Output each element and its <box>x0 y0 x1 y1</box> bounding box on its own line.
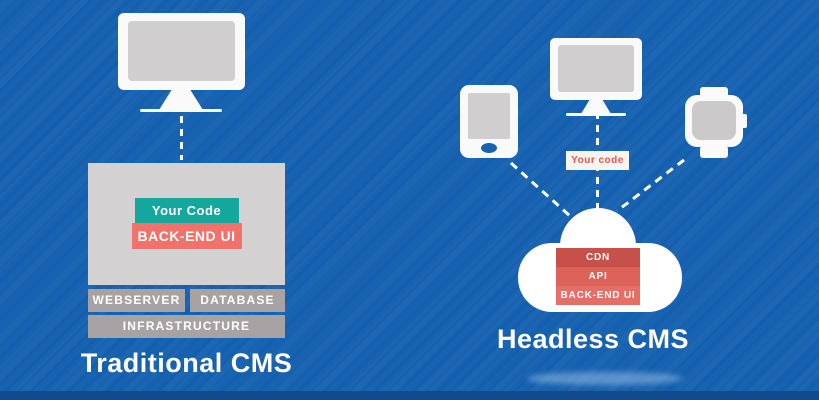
monitor-stand-neck <box>159 89 203 110</box>
cloud-shadow <box>527 372 683 385</box>
api-tag: API <box>556 267 640 286</box>
webserver-box: WEBSERVER <box>88 289 185 312</box>
headless-cms-title: Headless CMS <box>496 324 690 354</box>
headless-monitor-screen <box>558 45 634 92</box>
desktop-monitor-icon <box>118 13 245 90</box>
backend-ui-tag: BACK-END UI <box>131 223 242 249</box>
watch-strap-bottom <box>700 146 728 158</box>
cdn-tag: CDN <box>556 248 640 267</box>
bottom-border-strip <box>0 391 819 400</box>
smartwatch-icon <box>685 95 743 147</box>
dashed-line-watch-to-cloud <box>616 158 685 213</box>
infrastructure-box: INFRASTRUCTURE <box>88 315 285 338</box>
database-box: DATABASE <box>190 289 285 312</box>
your-code-tag-headless: Your code <box>566 151 629 170</box>
watch-crown <box>740 114 747 128</box>
headless-monitor-stand-neck <box>581 99 611 114</box>
monitor-screen <box>128 21 235 81</box>
traditional-cms-title: Traditional CMS <box>80 348 293 378</box>
monitor-stand-base <box>140 109 222 112</box>
cloud-stack: CDN API BACK-END UI <box>556 248 640 305</box>
phone-screen <box>468 93 510 139</box>
watch-screen <box>692 101 736 140</box>
backend-ui-cloud-tag: BACK-END UI <box>556 286 640 305</box>
traditional-cms-panel: Your Code BACK-END UI <box>88 163 285 285</box>
your-code-tag: Your Code <box>134 198 239 223</box>
phone-home-button <box>481 143 497 153</box>
headless-monitor-icon <box>550 38 642 100</box>
dashed-line-phone-to-cloud <box>509 161 572 218</box>
smartphone-icon <box>460 85 518 158</box>
